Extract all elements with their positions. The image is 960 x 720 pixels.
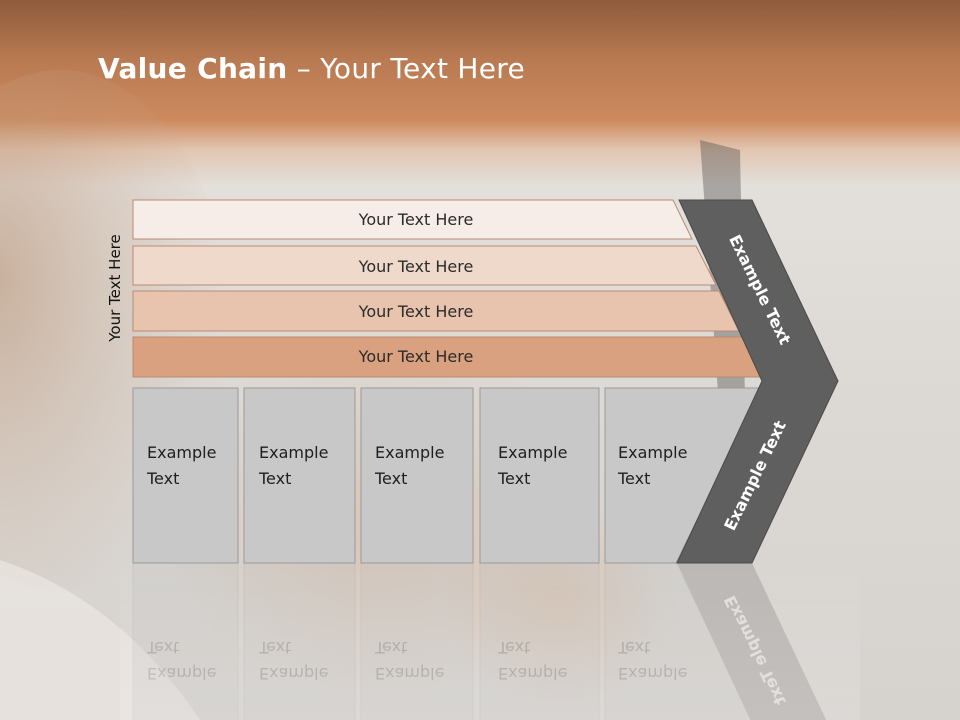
box-1 [132, 387, 239, 564]
row-bar-2 [132, 245, 717, 286]
box-2 [243, 387, 356, 564]
box-4 [479, 387, 600, 564]
row-bar-1 [132, 199, 693, 240]
box-2-line1: Example [259, 443, 328, 462]
row-label-1: Your Text Here [358, 210, 474, 229]
row-label-3: Your Text Here [358, 302, 474, 321]
title-rest: – Your Text Here [287, 52, 526, 85]
box-1-line2: Text [146, 469, 179, 488]
box-3-line1: Example [375, 443, 444, 462]
box-4-line1: Example [498, 443, 567, 462]
box-5-line1: Example [618, 443, 687, 462]
title-bold: Value Chain [98, 52, 288, 85]
page-title: Value Chain – Your Text Here [98, 52, 525, 85]
box-1-line1: Example [147, 443, 216, 462]
row-label-2: Your Text Here [358, 257, 474, 276]
row-label-4: Your Text Here [358, 347, 474, 366]
box-5-line2: Text [617, 469, 650, 488]
box-4-line2: Text [497, 469, 530, 488]
box-3-line2: Text [374, 469, 407, 488]
box-3 [360, 387, 474, 564]
box-2-line2: Text [258, 469, 291, 488]
reflection-fade [120, 563, 860, 720]
